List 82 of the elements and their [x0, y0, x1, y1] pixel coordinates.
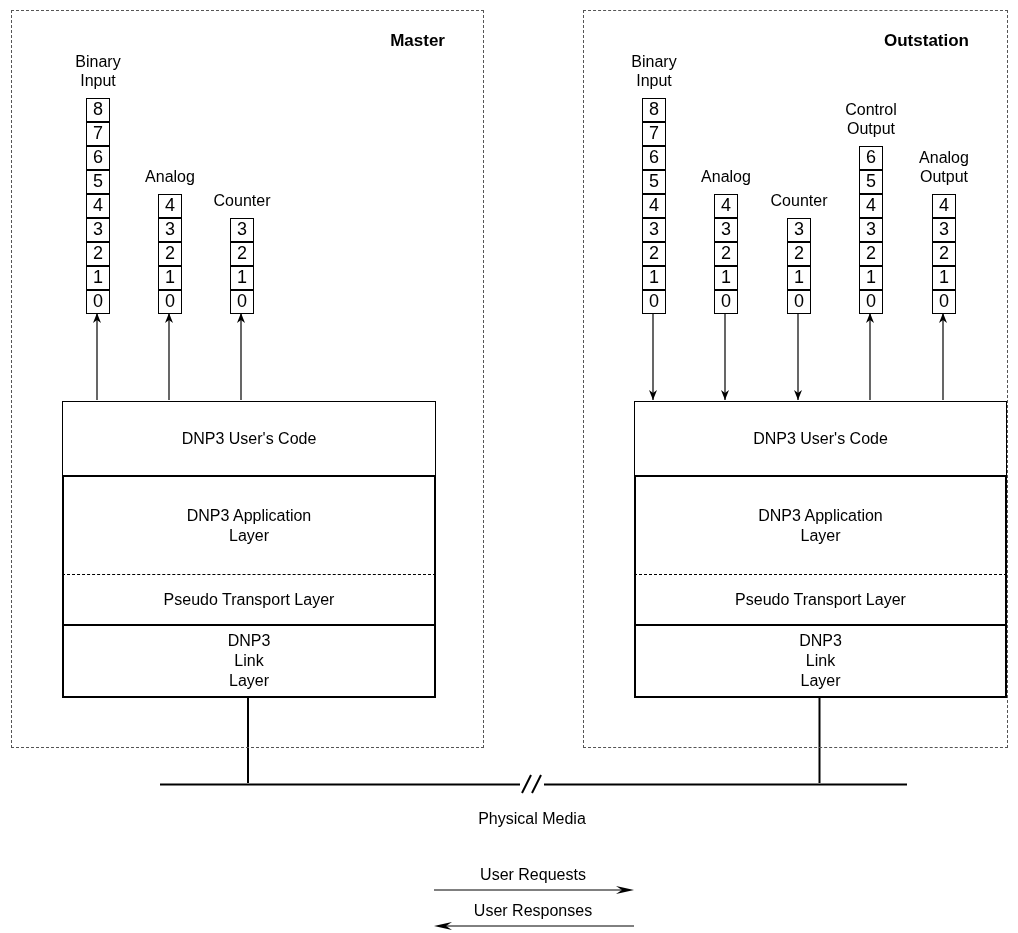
point-index-cell: 2: [859, 242, 883, 266]
point-index-cell: 3: [859, 218, 883, 242]
media-label: Physical Media: [478, 810, 586, 828]
point-index-cell: 4: [642, 194, 666, 218]
point-index-cell: 3: [642, 218, 666, 242]
arrow: [649, 312, 657, 401]
point-type-heading: Binary Input: [74, 52, 122, 90]
point-index-cell: 3: [932, 218, 956, 242]
point-type-heading: Counter: [769, 191, 829, 210]
layer-box: DNP3 User's Code: [634, 401, 1007, 475]
layer-box: DNP3 Link Layer: [634, 624, 1007, 698]
layer-box: DNP3 User's Code: [62, 401, 436, 475]
point-index-cell: 0: [859, 290, 883, 314]
arrow: [93, 312, 101, 401]
point-index-cell: 5: [859, 170, 883, 194]
point-index-cell: 0: [230, 290, 254, 314]
point-type-heading: Analog Output: [918, 148, 970, 186]
layer-box: DNP3 Link Layer: [62, 624, 436, 698]
point-index-cell: 1: [859, 266, 883, 290]
layer-box: DNP3 Application Layer: [62, 475, 436, 574]
point-index-cell: 3: [714, 218, 738, 242]
station-title: Outstation: [884, 31, 969, 51]
point-index-cell: 4: [86, 194, 110, 218]
connector-line: [247, 696, 249, 784]
point-index-cell: 8: [642, 98, 666, 122]
layer-box: DNP3 Application Layer: [634, 475, 1007, 574]
point-type-heading: Control Output: [844, 100, 898, 138]
point-index-cell: 3: [230, 218, 254, 242]
point-index-cell: 1: [86, 266, 110, 290]
point-index-cell: 4: [859, 194, 883, 218]
point-index-cell: 1: [714, 266, 738, 290]
point-index-cell: 7: [642, 122, 666, 146]
point-index-cell: 1: [787, 266, 811, 290]
point-index-cell: 6: [86, 146, 110, 170]
legend-label: User Requests: [480, 866, 586, 884]
point-index-cell: 1: [932, 266, 956, 290]
point-index-cell: 0: [787, 290, 811, 314]
arrow: [866, 312, 874, 401]
arrow: [237, 312, 245, 401]
point-type-heading: Binary Input: [630, 52, 678, 90]
arrow: [721, 312, 729, 401]
point-index-cell: 0: [642, 290, 666, 314]
layer-box: Pseudo Transport Layer: [634, 574, 1007, 624]
point-index-cell: 5: [86, 170, 110, 194]
point-index-cell: 4: [714, 194, 738, 218]
station-title: Master: [390, 31, 445, 51]
arrow: [794, 312, 802, 401]
layer-box: Pseudo Transport Layer: [62, 574, 436, 624]
station-frame: [583, 10, 1008, 748]
point-index-cell: 2: [932, 242, 956, 266]
arrow: [165, 312, 173, 401]
point-index-cell: 8: [86, 98, 110, 122]
point-type-heading: Analog: [144, 167, 196, 186]
arrow: [939, 312, 947, 401]
point-index-cell: 3: [787, 218, 811, 242]
point-index-cell: 1: [158, 266, 182, 290]
point-index-cell: 2: [158, 242, 182, 266]
station-frame: [11, 10, 484, 748]
point-index-cell: 2: [787, 242, 811, 266]
point-index-cell: 0: [714, 290, 738, 314]
legend-label: User Responses: [473, 902, 593, 920]
point-index-cell: 2: [230, 242, 254, 266]
point-index-cell: 0: [158, 290, 182, 314]
point-index-cell: 5: [642, 170, 666, 194]
point-index-cell: 4: [158, 194, 182, 218]
point-index-cell: 4: [932, 194, 956, 218]
point-index-cell: 3: [86, 218, 110, 242]
point-index-cell: 1: [230, 266, 254, 290]
connector-line: [818, 696, 821, 784]
point-index-cell: 0: [86, 290, 110, 314]
point-type-heading: Counter: [212, 191, 272, 210]
point-index-cell: 2: [86, 242, 110, 266]
media-line: [160, 783, 907, 786]
point-type-heading: Analog: [700, 167, 752, 186]
point-index-cell: 0: [932, 290, 956, 314]
point-index-cell: 3: [158, 218, 182, 242]
point-index-cell: 6: [642, 146, 666, 170]
point-index-cell: 1: [642, 266, 666, 290]
point-index-cell: 7: [86, 122, 110, 146]
point-index-cell: 2: [714, 242, 738, 266]
point-index-cell: 6: [859, 146, 883, 170]
point-index-cell: 2: [642, 242, 666, 266]
